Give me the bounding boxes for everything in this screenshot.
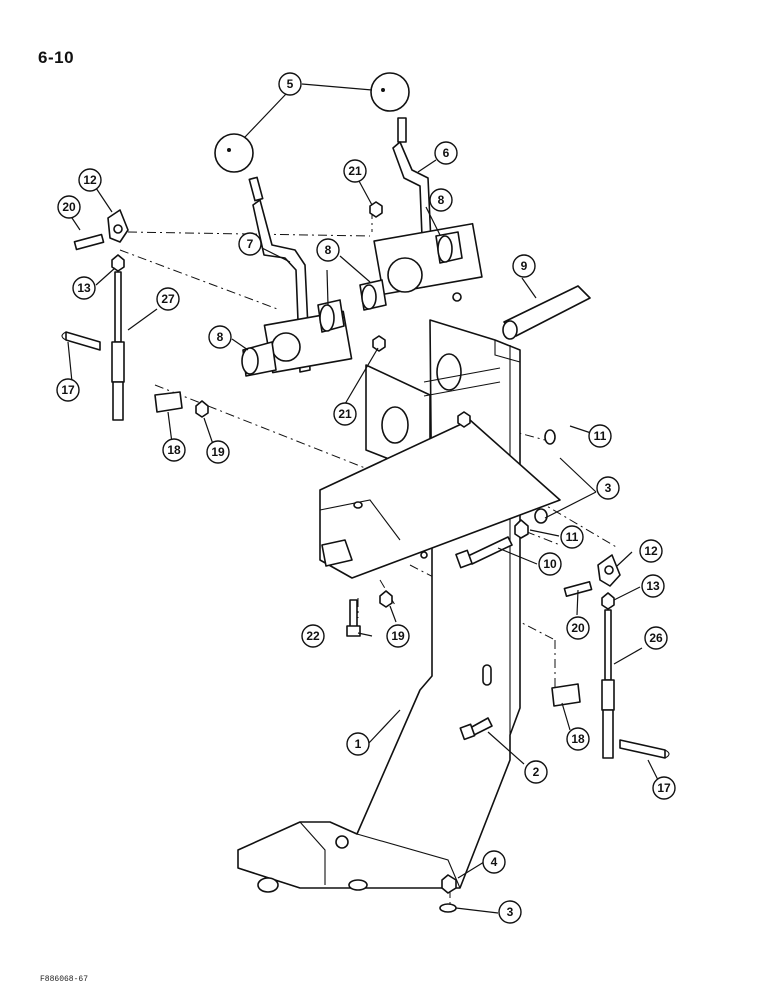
callout-3-upper: 3 (596, 476, 620, 500)
callout-1: 1 (346, 732, 370, 756)
svg-text:1: 1 (355, 737, 362, 751)
svg-text:18: 18 (571, 732, 585, 746)
callout-21-middle: 21 (333, 402, 357, 426)
svg-text:3: 3 (605, 481, 612, 495)
callout-12-left: 12 (78, 168, 102, 192)
svg-text:26: 26 (649, 631, 663, 645)
left-cable-assembly (61, 209, 183, 421)
callout-12-right: 12 (639, 539, 663, 563)
svg-text:8: 8 (438, 193, 445, 207)
svg-text:13: 13 (646, 579, 660, 593)
svg-text:13: 13 (77, 281, 91, 295)
svg-text:19: 19 (391, 629, 405, 643)
svg-text:17: 17 (61, 383, 75, 397)
svg-text:20: 20 (62, 200, 76, 214)
callout-9: 9 (512, 254, 536, 278)
callout-17-left: 17 (56, 378, 80, 402)
callout-20-right: 20 (566, 616, 590, 640)
svg-text:6: 6 (443, 146, 450, 160)
callout-4: 4 (482, 850, 506, 874)
bolt-10 (455, 536, 513, 569)
bushings (317, 231, 463, 333)
svg-text:4: 4 (491, 855, 498, 869)
callout-5: 5 (278, 72, 302, 96)
svg-text:21: 21 (338, 407, 352, 421)
callout-10: 10 (538, 552, 562, 576)
svg-text:11: 11 (594, 429, 607, 443)
callout-27: 27 (156, 287, 180, 311)
shift-lever-left (214, 133, 353, 377)
svg-text:12: 12 (644, 544, 658, 558)
svg-text:3: 3 (507, 905, 514, 919)
callout-19-left: 19 (206, 440, 230, 464)
svg-text:20: 20 (571, 621, 585, 635)
svg-text:10: 10 (543, 557, 557, 571)
callout-20-left: 20 (57, 195, 81, 219)
svg-text:27: 27 (161, 292, 175, 306)
callout-11-upper: 11 (588, 424, 612, 448)
callout-13-right: 13 (641, 574, 665, 598)
svg-text:7: 7 (247, 237, 254, 251)
svg-text:9: 9 (521, 259, 528, 273)
svg-text:11: 11 (566, 530, 579, 544)
bolt-22 (346, 599, 361, 637)
svg-text:8: 8 (217, 330, 224, 344)
callout-11-lower: 11 (560, 525, 584, 549)
callout-26: 26 (644, 626, 668, 650)
callout-3-lower: 3 (498, 900, 522, 924)
callout-8-left: 8 (208, 325, 232, 349)
pivot-pin (502, 285, 591, 340)
page-number: 6-10 (38, 48, 75, 67)
callout-18-left: 18 (162, 438, 186, 462)
callout-22: 22 (301, 624, 325, 648)
bolt-2 (459, 717, 493, 741)
leader-lines (67, 83, 659, 914)
svg-text:5: 5 (287, 77, 294, 91)
svg-text:12: 12 (83, 173, 97, 187)
shift-lever-right (370, 72, 483, 302)
callout-21-top: 21 (343, 159, 367, 183)
callout-7: 7 (238, 232, 262, 256)
callout-8-top: 8 (429, 188, 453, 212)
callout-6: 6 (434, 141, 458, 165)
figure-reference-id: F886068-67 (40, 975, 89, 984)
callout-19-center: 19 (386, 624, 410, 648)
svg-text:18: 18 (167, 443, 181, 457)
svg-text:19: 19 (211, 445, 225, 459)
callout-17-right: 17 (652, 776, 676, 800)
svg-text:17: 17 (657, 781, 671, 795)
svg-text:8: 8 (325, 243, 332, 257)
callout-13-left: 13 (72, 276, 96, 300)
callout-2: 2 (524, 760, 548, 784)
svg-text:21: 21 (348, 164, 362, 178)
svg-text:22: 22 (306, 629, 320, 643)
svg-text:2: 2 (533, 765, 540, 779)
fasteners (195, 201, 556, 913)
callout-18-right: 18 (566, 727, 590, 751)
mounting-bracket (237, 319, 561, 893)
right-cable-assembly (551, 554, 670, 759)
callout-8-middle: 8 (316, 238, 340, 262)
